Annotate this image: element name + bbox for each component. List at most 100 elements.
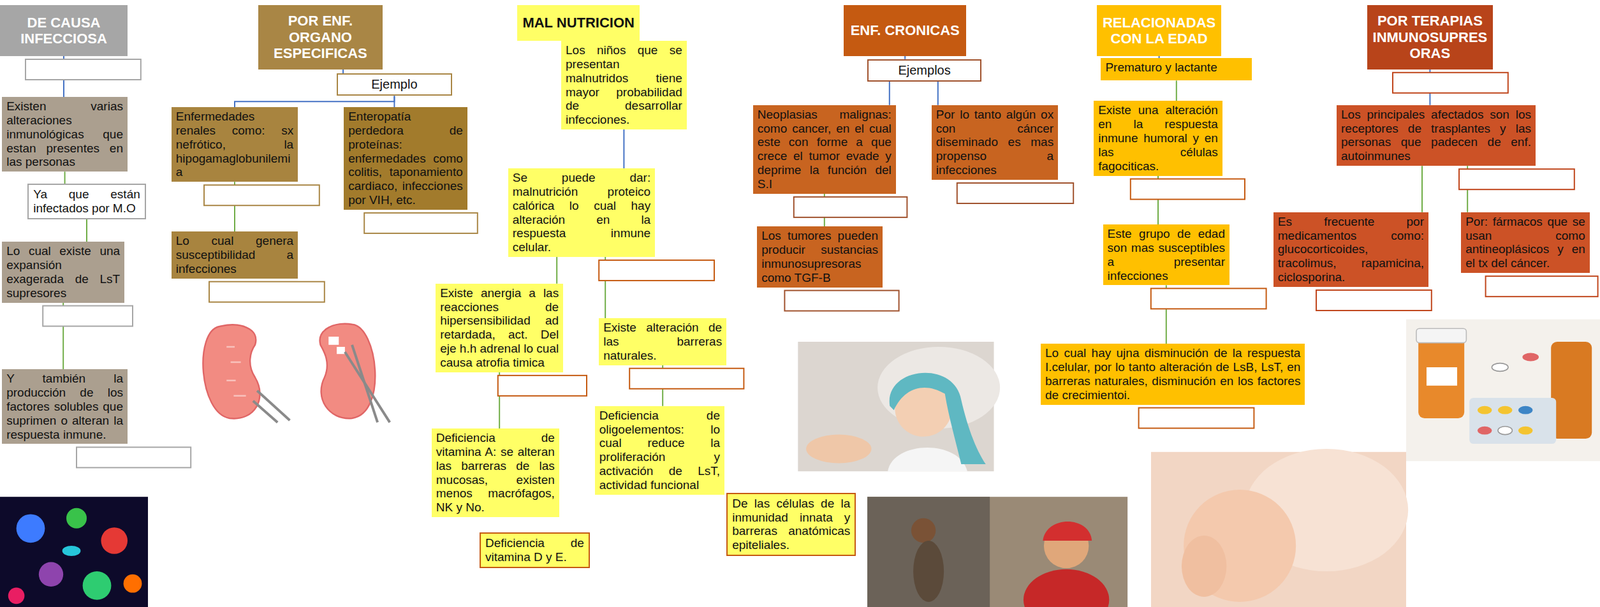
connector-line [64,171,66,184]
empty-link-box [598,260,715,281]
box-text: Y también la producción de los factores … [6,371,124,442]
box-text: Los niños que se presentan malnutridos t… [565,43,683,127]
box-text: De las células de la inmunidad innata y … [732,496,851,553]
empty-link-box [42,306,133,327]
concept-box: Existe anergia a las reacciones de hiper… [435,283,564,373]
box-text: Deficiencia de oligoelementos: lo cual r… [599,408,720,493]
box-text: Ejemplos [873,63,976,78]
header-box: DE CAUSA INFECCIOSA [0,5,128,57]
empty-link-box [1316,290,1432,311]
empty-link-box [204,184,320,206]
connector-line [234,95,395,108]
header-box: ENF. CRONICAS [843,5,967,57]
empty-link-box [793,197,908,218]
concept-box: Los tumores pueden producir sustancias i… [756,226,883,287]
connector-line [937,81,939,106]
header-text: POR ENF. ORGANO ESPECIFICAS [262,12,379,62]
box-text: Deficiencia de vitamina A: se alteran la… [436,431,555,515]
box-text: Enfermedades renales como: sx nefrótico,… [176,109,294,180]
box-text: Lo cual genera susceptibilidad a infecci… [176,234,294,277]
concept-box: Enfermedades renales como: sx nefrótico,… [171,107,298,182]
concept-box: Neoplasias malignas: como cancer, en el … [753,105,896,194]
header-text: DE CAUSA INFECCIOSA [4,14,124,48]
connector-line [623,129,625,169]
empty-link-box [629,368,744,389]
header-text: RELACIONADAS CON LA EDAD [1101,14,1217,48]
box-text: Existe anergia a las reacciones de hiper… [440,286,559,370]
box-text: Ejemplo [342,77,447,92]
empty-link-box [76,447,191,468]
box-text: Existe alteración de las barreras natura… [603,320,722,363]
header-text: ENF. CRONICAS [848,22,962,39]
connector-line [888,81,891,106]
connector-line [86,219,88,243]
empty-link-box [784,290,899,312]
concept-box: Los niños que se presentan malnutridos t… [561,40,687,130]
concept-box: Existe alteración de las barreras natura… [598,318,727,366]
concept-box: Es frecuente por medicamentos como: gluc… [1273,212,1429,287]
box-text: Se puede dar: malnutrición proteico caló… [512,170,651,255]
empty-link-box [498,375,587,397]
box-text: Neoplasias malignas: como cancer, en el … [757,107,892,192]
concept-box: Por: fármacos que se usan como antineopl… [1460,212,1590,273]
header-text: POR TERAPIAS INMUNOSUPRESORAS [1371,12,1489,62]
header-box: POR TERAPIAS INMUNOSUPRESORAS [1367,5,1493,70]
box-text: Enteropatía perdedora de proteínas: enfe… [348,109,463,208]
header-text: MAL NUTRICION [521,14,636,31]
concept-box: Se puede dar: malnutrición proteico caló… [508,168,655,257]
box-text: Prematuro y lactante [1105,60,1248,75]
box-text: Este grupo de edad son mas susceptibles … [1107,227,1226,283]
concept-box: Por lo tanto algún ox con cáncer disemin… [931,105,1058,180]
box-text: Es frecuente por medicamentos como: gluc… [1277,214,1424,285]
empty-link-box [1151,288,1267,309]
box-text: Lo cual hay ujna disminución de la respu… [1045,346,1301,402]
concept-box: Lo cual genera susceptibilidad a infecci… [171,231,298,279]
box-text: Ya que están infectados por M.O [33,187,141,216]
concept-box: Existen varias alteraciones inmunológica… [1,96,128,172]
concept-box: Deficiencia de oligoelementos: lo cual r… [594,406,725,495]
link-box: Ejemplo [336,73,453,96]
link-box: Ejemplos [867,59,982,82]
empty-link-box [957,183,1074,204]
box-text: Lo cual existe una expansión exagerada d… [6,244,120,300]
concept-box: Lo cual existe una expansión exagerada d… [1,241,125,303]
children-picture [867,496,1128,607]
connector-line [1175,80,1178,101]
empty-link-box [1130,179,1245,200]
box-text: Existen varias alteraciones inmunológica… [6,99,124,169]
link-box: Deficiencia de vitamina D y E. [479,532,590,569]
header-box: RELACIONADAS CON LA EDAD [1096,5,1222,57]
concept-box: Lo cual hay ujna disminución de la respu… [1040,343,1305,405]
box-text: Deficiencia de vitamina D y E. [485,536,585,565]
concept-box: Existe una alteración en la respuesta in… [1093,100,1223,176]
empty-link-box [1485,276,1599,297]
concept-box: Y también la producción de los factores … [1,369,128,444]
connector-line [393,95,395,108]
box-text: Por lo tanto algún ox con cáncer disemin… [936,107,1054,178]
header-box: POR ENF. ORGANO ESPECIFICAS [258,5,383,70]
patient-picture [797,341,1000,472]
box-text: Los principales afectados son los recept… [1341,107,1532,164]
empty-link-box [1138,408,1255,429]
empty-link-box [1459,168,1575,190]
empty-link-box [1392,72,1509,94]
empty-link-box [25,59,141,80]
box-text: Por: fármacos que se usan como antineopl… [1465,214,1586,271]
concept-box: Este grupo de edad son mas susceptibles … [1103,224,1230,286]
empty-link-box [364,212,478,234]
concept-box: Enteropatía perdedora de proteínas: enfe… [343,107,468,210]
kidney-picture [202,323,390,423]
concept-box: Prematuro y lactante [1100,58,1252,81]
link-box: De las células de la inmunidad innata y … [726,492,856,557]
microbes-picture [0,496,148,607]
header-box: MAL NUTRICION [517,5,640,41]
empty-link-box [209,281,325,303]
box-text: Existe una alteración en la respuesta in… [1098,103,1219,173]
concept-box: Los principales afectados son los recept… [1336,105,1536,166]
baby-picture [1151,448,1409,607]
connector-line [1421,165,1423,213]
link-box: Ya que están infectados por M.O [27,183,147,220]
connector-line [556,256,558,284]
pills-picture [1406,319,1600,462]
